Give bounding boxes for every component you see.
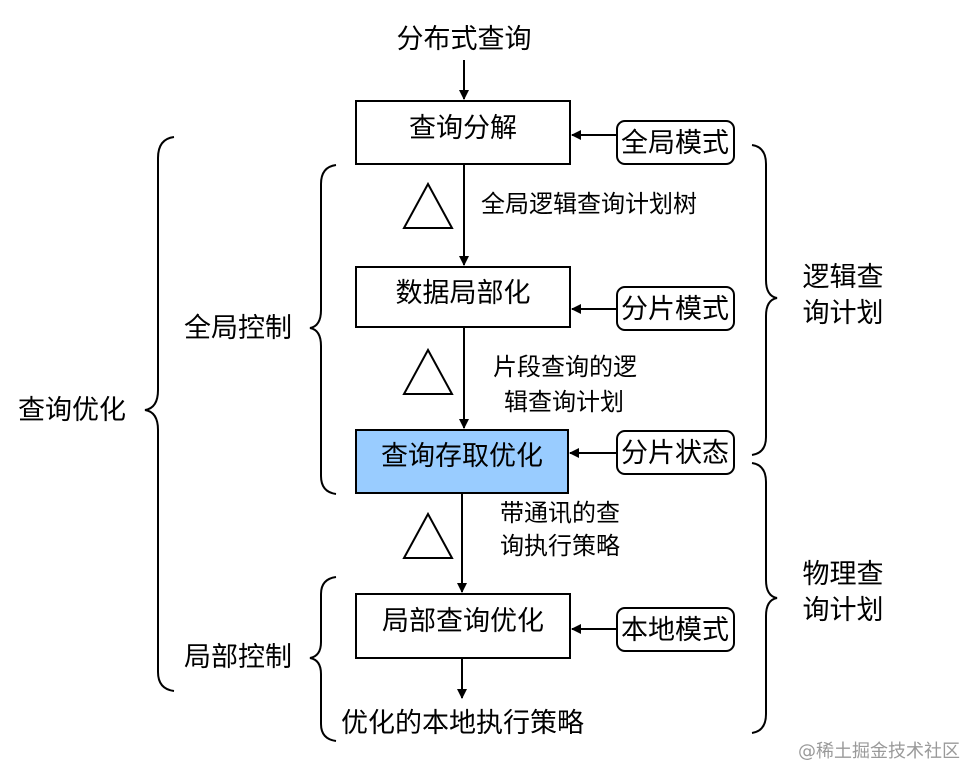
step-label: 查询分解 — [409, 113, 517, 144]
brace-physical-plan — [751, 462, 778, 734]
triangle-icon — [402, 181, 454, 229]
triangle-icon — [402, 347, 454, 395]
input-global-schema: 全局模式 — [571, 120, 735, 165]
input-label: 本地模式 — [621, 615, 729, 646]
brace-local-control — [309, 576, 337, 742]
brace-global-control — [309, 164, 337, 495]
group-label-physical-line1: 物理查 — [803, 559, 884, 590]
watermark: @稀土掘金技术社区 — [798, 741, 960, 762]
input-label: 全局模式 — [621, 128, 729, 159]
edge-label-comm-strategy-line2: 询执行策略 — [500, 532, 620, 560]
group-label-query-optimization: 查询优化 — [18, 395, 126, 426]
group-label-local-control: 局部控制 — [184, 642, 292, 673]
step-box-decompose: 查询分解 — [355, 100, 571, 165]
input-fragment-schema: 分片模式 — [571, 286, 735, 331]
triangle-icon — [402, 511, 454, 559]
brace-query-optimization — [144, 136, 175, 692]
brace-logical-plan — [751, 144, 778, 456]
group-label-logical-line1: 逻辑查 — [803, 262, 884, 293]
group-label-global-control: 全局控制 — [184, 313, 292, 344]
input-label: 分片模式 — [621, 294, 729, 325]
step-box-localize: 数据局部化 — [355, 266, 571, 328]
edge-label-fragment-plan-line2: 辑查询计划 — [504, 388, 624, 416]
edge-label-fragment-plan-line1: 片段查询的逻 — [493, 353, 637, 381]
diagram-title: 分布式查询 — [397, 24, 532, 55]
input-label: 分片状态 — [621, 438, 729, 469]
step-box-access-optimization: 查询存取优化 — [355, 429, 569, 494]
step-label: 查询存取优化 — [381, 441, 543, 472]
step-label: 局部查询优化 — [382, 606, 544, 637]
input-local-schema: 本地模式 — [571, 607, 735, 652]
input-fragment-state: 分片状态 — [569, 430, 735, 475]
edge-label-global-plan-tree: 全局逻辑查询计划树 — [481, 190, 697, 218]
step-label: 数据局部化 — [396, 278, 531, 309]
group-label-physical-line2: 询计划 — [803, 595, 884, 626]
edge-label-comm-strategy-line1: 带通讯的查 — [500, 499, 620, 527]
output-label: 优化的本地执行策略 — [341, 708, 584, 739]
group-label-logical-line2: 询计划 — [803, 298, 884, 329]
step-box-local-optimization: 局部查询优化 — [355, 593, 571, 659]
